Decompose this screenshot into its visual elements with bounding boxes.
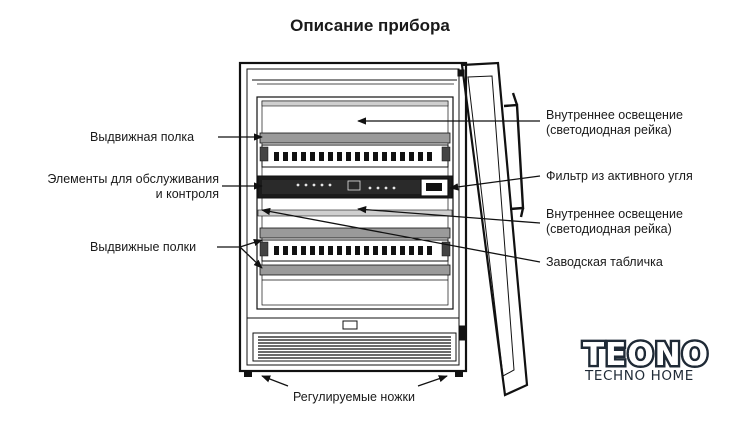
control-panel: [257, 175, 453, 199]
carbon-filter: [420, 178, 449, 197]
shelf-middle: [259, 227, 451, 262]
label-controls: Элементы для обслуживания и контроля: [16, 172, 219, 202]
label-plate: Заводская табличка: [546, 255, 663, 269]
label-shelves: Выдвижные полки: [90, 240, 197, 254]
shelf-top: [259, 132, 451, 168]
label-controls-line2: и контроля: [155, 187, 219, 201]
brand-logo: TEONO TEONO TECHNO HOME: [581, 335, 733, 387]
label-light-top-line1: Внутреннее освещение: [546, 108, 683, 122]
logo-main-fill: TEONO: [583, 337, 709, 373]
label-light-top-line2: (светодиодная рейка): [546, 123, 672, 137]
led-strip-top: [261, 100, 449, 107]
door: [457, 61, 529, 397]
leader-lines: [217, 117, 541, 387]
label-light-top: Внутреннее освещение (светодиодная рейка…: [546, 108, 683, 138]
ventilation-grille: [252, 320, 457, 362]
logo-main-text: TEONO: [581, 335, 711, 376]
feet: [244, 371, 463, 377]
cabinet: [238, 61, 468, 373]
label-feet: Регулируемые ножки: [293, 390, 415, 404]
label-light-bottom: Внутреннее освещение (светодиодная рейка…: [546, 207, 683, 237]
label-light-bottom-line2: (светодиодная рейка): [546, 222, 672, 236]
label-controls-line1: Элементы для обслуживания: [47, 172, 219, 186]
diagram-title: Описание прибора: [290, 16, 450, 35]
label-shelf: Выдвижная полка: [90, 130, 195, 144]
label-light-bottom-line1: Внутреннее освещение: [546, 207, 683, 221]
shelf-bottom: [259, 264, 451, 281]
label-filter: Фильтр из активного угля: [546, 169, 693, 183]
led-strip-bottom: [257, 209, 453, 217]
logo-sub-text: TECHNO HOME: [585, 368, 694, 384]
